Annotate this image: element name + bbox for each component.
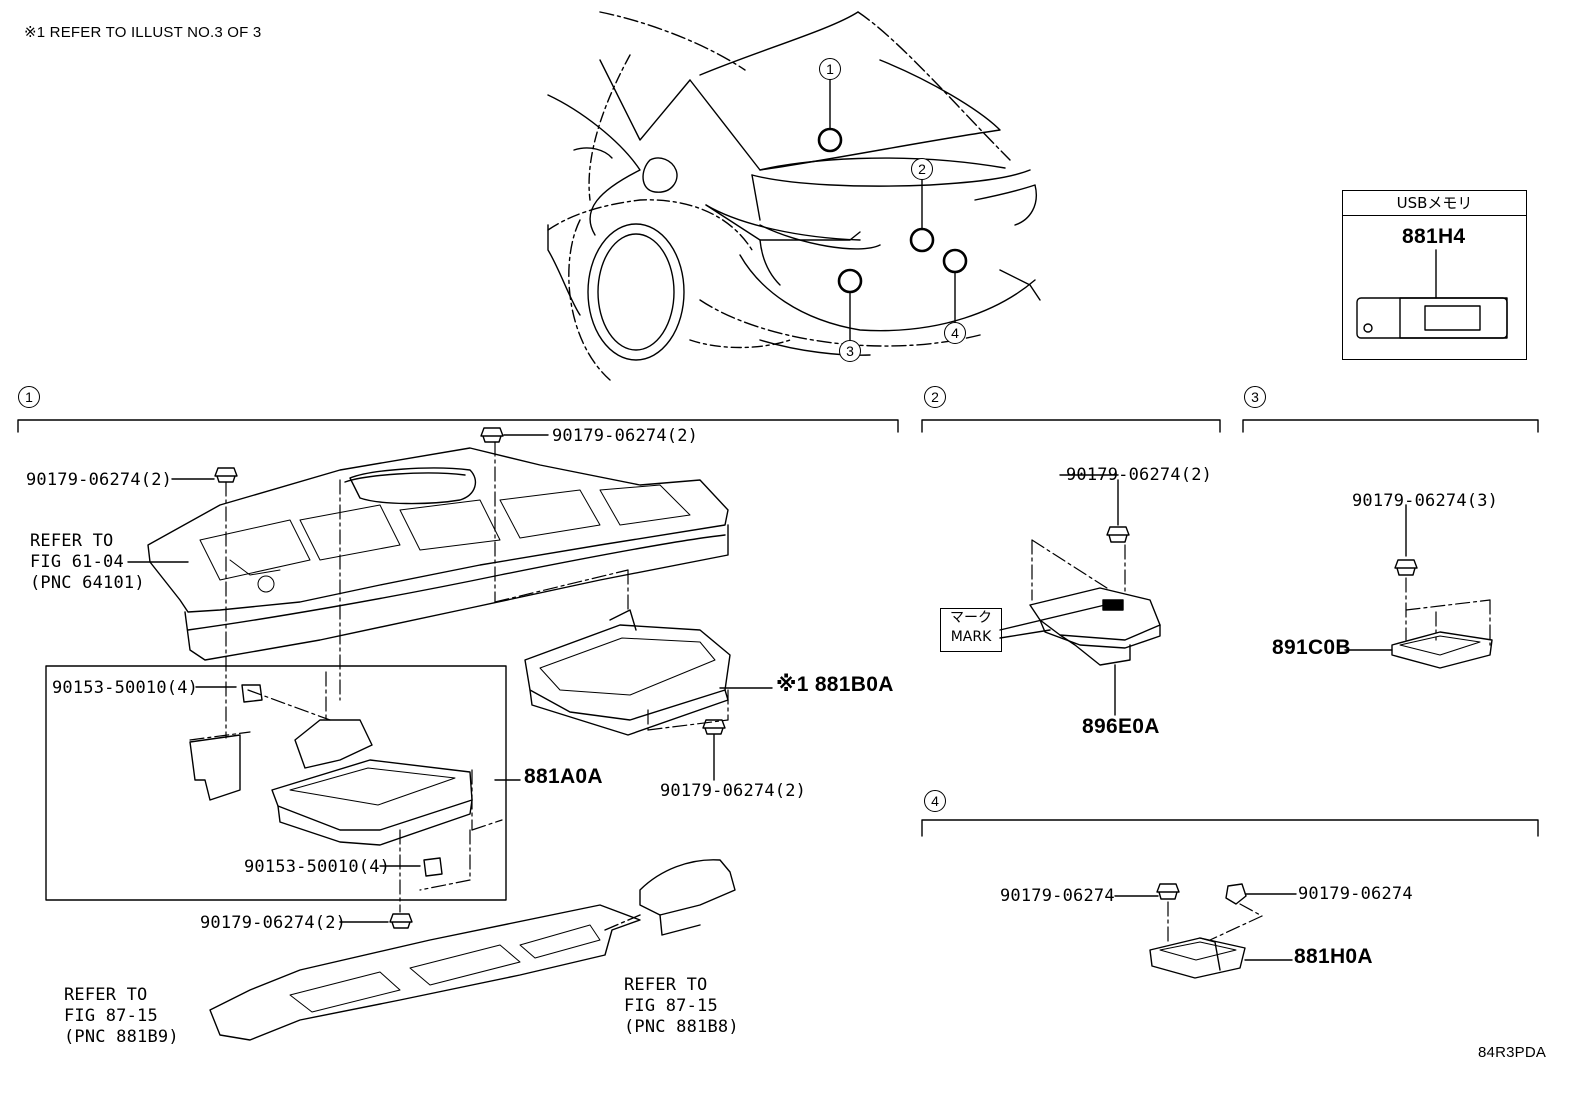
label-bolt-right: 90179-06274(2) (660, 781, 807, 801)
section-2-number: 2 (924, 386, 946, 408)
mark-en: MARK (950, 629, 992, 645)
section-4-drawing (1114, 883, 1297, 979)
section-1-number: 1 (18, 386, 40, 408)
section-brackets (17, 419, 1539, 837)
section-3-drawing (1344, 504, 1493, 669)
usb-memory-drawing (1356, 249, 1508, 339)
header-note: ※1 REFER TO ILLUST NO.3 OF 3 (24, 24, 262, 41)
label-screw-lower: 90153-50010(4) (244, 857, 391, 877)
label-refer-duct-left-1: REFER TO (64, 985, 148, 1005)
part-881a0a: 881A0A (524, 765, 603, 788)
car-callout-3: 3 (839, 340, 861, 362)
mark-box: マーク MARK (940, 608, 1002, 652)
label-screw-upper: 90153-50010(4) (52, 678, 199, 698)
label-s4-bolt-right: 90179-06274 (1298, 884, 1413, 904)
label-bolt-top: 90179-06274(2) (552, 426, 699, 446)
bolt-icons (214, 427, 726, 929)
label-refer-duct-right-3: (PNC 881B8) (624, 1017, 739, 1037)
label-refer-duct-right-2: FIG 87-15 (624, 996, 718, 1016)
part-891c0b: 891C0B (1272, 636, 1351, 659)
label-refer-duct-left-3: (PNC 881B9) (64, 1027, 179, 1047)
section-3-number: 3 (1244, 386, 1266, 408)
illustration-code: 84R3PDA (1478, 1044, 1547, 1061)
label-refer-floor-2: FIG 61-04 (30, 552, 124, 572)
label-s2-bolt: 90179-06274(2) (1066, 465, 1213, 485)
part-881b0a: ※1 881B0A (776, 673, 894, 696)
label-s4-bolt-left: 90179-06274 (1000, 886, 1115, 906)
car-callout-2: 2 (911, 158, 933, 180)
usb-memory-box: USBメモリ (1342, 190, 1527, 360)
label-bolt-lower: 90179-06274(2) (200, 913, 347, 933)
mark-jp: マーク (950, 610, 992, 626)
car-illustration (547, 11, 1041, 381)
section-1-drawing (45, 427, 773, 1041)
label-bolt-left: 90179-06274(2) (26, 470, 173, 490)
section-4-number: 4 (924, 790, 946, 812)
label-refer-floor-1: REFER TO (30, 531, 114, 551)
label-s3-bolt: 90179-06274(3) (1352, 491, 1499, 511)
part-896e0a: 896E0A (1082, 715, 1160, 738)
part-881h0a: 881H0A (1294, 945, 1373, 968)
usb-memory-title: USBメモリ (1343, 191, 1526, 216)
car-callout-1: 1 (819, 58, 841, 80)
part-881h4: 881H4 (1402, 225, 1466, 248)
car-callout-4: 4 (944, 322, 966, 344)
label-refer-duct-right-1: REFER TO (624, 975, 708, 995)
section-2-drawing (999, 474, 1161, 716)
label-refer-duct-left-2: FIG 87-15 (64, 1006, 158, 1026)
label-refer-floor-3: (PNC 64101) (30, 573, 145, 593)
